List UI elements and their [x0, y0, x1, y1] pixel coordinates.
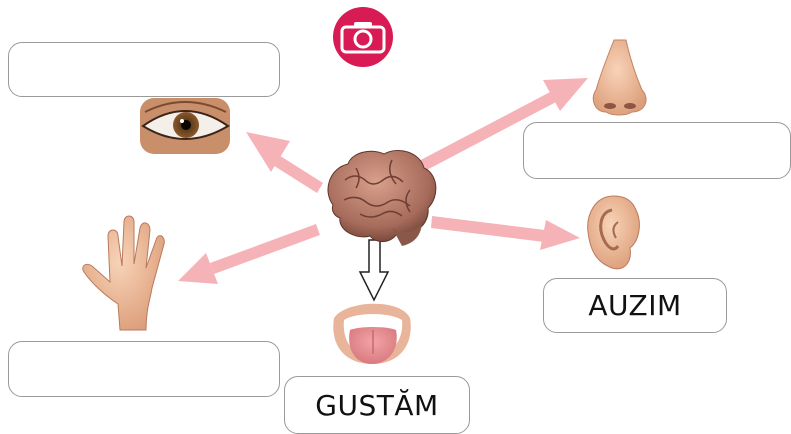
- arrow-to-ear: [431, 216, 580, 250]
- nose-icon: [593, 40, 646, 115]
- tongue-icon: [333, 304, 410, 364]
- camera-icon[interactable]: [333, 7, 393, 67]
- hand-icon: [83, 216, 165, 330]
- label-box-hand[interactable]: [8, 341, 280, 397]
- arrow-to-eye: [246, 132, 323, 193]
- ear-icon: [588, 196, 640, 269]
- arrow-to-hand: [178, 224, 320, 284]
- label-ear: AUZIM: [588, 289, 681, 322]
- eye-icon: [140, 98, 230, 154]
- label-box-eye[interactable]: [8, 42, 280, 97]
- label-tongue: GUSTĂM: [315, 389, 438, 422]
- label-box-ear[interactable]: AUZIM: [543, 278, 727, 333]
- arrow-to-tongue: [360, 240, 388, 300]
- label-box-nose[interactable]: [523, 122, 791, 179]
- label-box-tongue[interactable]: GUSTĂM: [284, 376, 470, 434]
- brain-icon: [328, 150, 436, 246]
